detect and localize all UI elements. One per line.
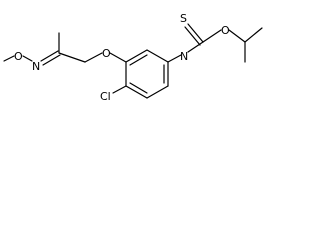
atom-methoxy-o: O xyxy=(14,50,23,63)
bond-ring-nh xyxy=(167,54,182,63)
ring-inner-double-3 xyxy=(129,54,148,66)
bond-oxime-double-2 xyxy=(42,54,61,66)
bond-methyl-methoxy-o xyxy=(3,55,15,62)
bond-methoxy-o-oxime-n xyxy=(22,55,33,62)
bond-c-s-double-2 xyxy=(184,26,201,46)
bond-oxime-double-1 xyxy=(40,50,59,62)
ring-bond-6 xyxy=(125,49,148,63)
bond-c-s-double-1 xyxy=(187,23,204,43)
atom-ether-o: O xyxy=(102,47,111,60)
atom-ester-o: O xyxy=(221,24,230,37)
atom-thione-s: S xyxy=(180,12,187,25)
structure-svg: O N O Cl N S O xyxy=(3,12,263,103)
bond-nh-c xyxy=(187,41,204,53)
bond-ch-methyl-up xyxy=(244,27,263,43)
atom-oxime-n: N xyxy=(32,60,40,73)
bond-oxime-c-ch2 xyxy=(58,52,86,63)
atom-chlorine: Cl xyxy=(100,90,111,103)
atom-carbamate-n: N xyxy=(180,50,188,63)
bond-ring-cl xyxy=(112,85,127,94)
bond-ether-o-ring xyxy=(109,52,127,63)
bond-c-ester-o xyxy=(202,29,222,43)
bond-ester-o-ch xyxy=(228,29,246,43)
ring-inner-double-1 xyxy=(129,82,148,94)
bond-ch2-ether-o xyxy=(84,52,103,63)
molecule-diagram: O N O Cl N S O xyxy=(0,0,275,125)
ring-bond-2 xyxy=(125,85,148,99)
ring-bond-5 xyxy=(146,49,169,63)
ring-bond-3 xyxy=(146,85,169,99)
